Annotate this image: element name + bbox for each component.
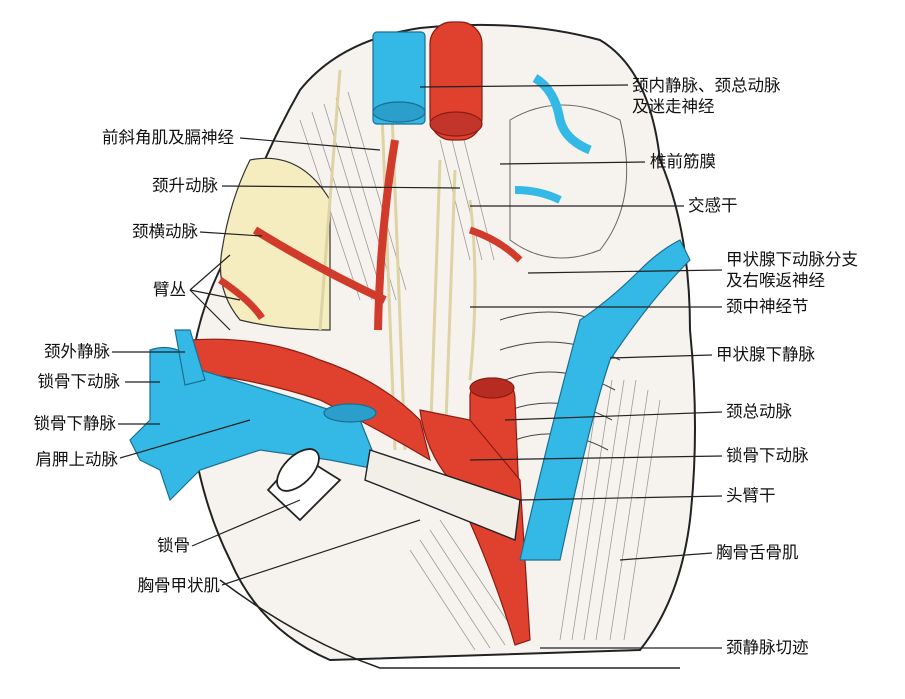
- inferior-thyroid-artery: [468, 226, 523, 263]
- label-middle-cervical-ganglion: 颈中神经节: [726, 297, 809, 316]
- clavicle-bone: [266, 448, 342, 522]
- label-brachial-plexus: 臂丛: [153, 280, 186, 299]
- vein-branch-middle: [514, 186, 562, 204]
- label-jugular-notch: 颈静脉切迹: [726, 638, 809, 657]
- common-carotid-upper-cut: [429, 111, 483, 137]
- veins: [129, 31, 691, 561]
- label-inferior-thyroid-line1: 甲状腺下动脉分支: [726, 250, 858, 269]
- label-subclavian-artery-right: 锁骨下动脉: [726, 446, 809, 465]
- label-subclavian-artery-left: 锁骨下动脉: [37, 372, 121, 391]
- suprascapular-artery: [218, 277, 265, 321]
- label-sympathetic-trunk: 交感干: [688, 196, 738, 215]
- transverse-cervical-artery: [252, 226, 387, 304]
- ascending-cervical-artery: [374, 139, 399, 331]
- subclavian-artery: [189, 338, 431, 462]
- lower-body-contour: [219, 579, 680, 669]
- label-inferior-thyroid-vein: 甲状腺下静脉: [716, 345, 815, 364]
- label-ijv-cca-vagus-line1: 颈内静脉、颈总动脉: [632, 76, 781, 95]
- common-carotid-upper: [429, 21, 483, 141]
- label-brachiocephalic-trunk: 头臂干: [726, 486, 776, 505]
- label-sternothyroid: 胸骨甲状肌: [137, 576, 221, 595]
- label-anterior-scalene: 前斜角肌及膈神经: [102, 128, 234, 147]
- arteries: [189, 21, 531, 646]
- internal-jugular-vein: [372, 31, 426, 125]
- nerve-bundles: [318, 59, 477, 451]
- label-suprascapular: 肩胛上动脉: [35, 450, 119, 469]
- label-subclavian-vein: 锁骨下静脉: [33, 414, 117, 433]
- label-inferior-thyroid-line2: 及右喉返神经: [726, 271, 825, 290]
- label-ascending-cervical: 颈升动脉: [152, 176, 218, 195]
- leader-lines: [112, 84, 723, 649]
- label-common-carotid: 颈总动脉: [726, 402, 792, 421]
- label-ijv-cca-vagus-line2: 及迷走神经: [632, 97, 715, 116]
- sternothyroid-muscle: [364, 449, 521, 541]
- external-jugular-vein: [174, 329, 206, 386]
- subclavian-vein: [129, 346, 381, 502]
- vein-branch-upper: [532, 74, 592, 155]
- label-prevertebral-fascia: 椎前筋膜: [650, 152, 716, 171]
- inferior-thyroid-vein: [519, 239, 691, 561]
- label-transverse-cervical: 颈横动脉: [132, 222, 198, 241]
- label-sternohyoid: 胸骨舌骨肌: [716, 543, 799, 562]
- label-clavicle: 锁骨: [157, 536, 190, 555]
- label-external-jugular: 颈外静脉: [44, 342, 110, 361]
